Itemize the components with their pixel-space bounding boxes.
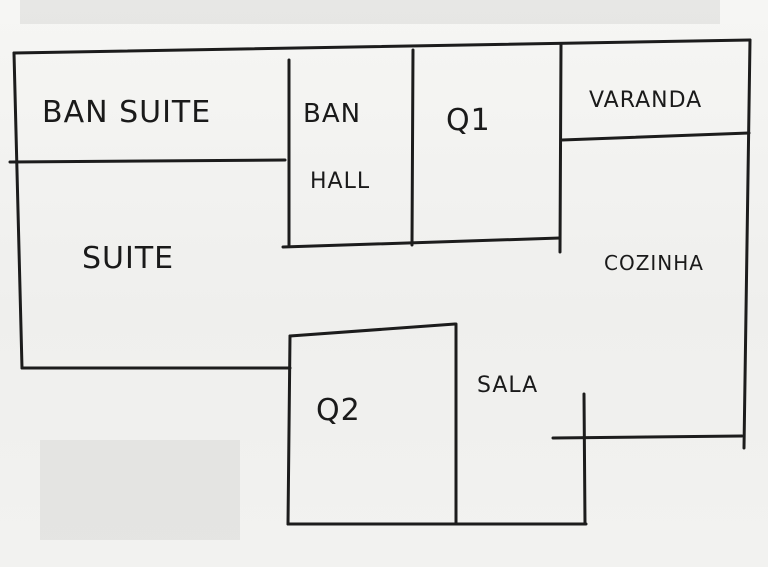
label-q2: Q2 [316,393,361,428]
wall-cozinha-bottom [551,434,744,440]
paper-bleed-bottom-left [40,440,240,540]
paper-bleed-top [20,0,720,24]
wall-q1-bottom [281,236,562,249]
wall-outer-left [12,51,24,370]
wall-sala-right [582,392,587,526]
wall-ban-suite-divider [8,158,287,164]
wall-ban-hall-q1 [410,48,415,247]
wall-outer-right [742,38,752,450]
wall-q2-top [288,322,457,338]
label-suite: SUITE [82,241,174,276]
label-ban-hall-line2: HALL [310,169,370,194]
label-ban-suite: BAN SUITE [42,95,211,130]
wall-q1-varanda [558,43,563,254]
label-sala: SALA [477,373,538,398]
label-cozinha: COZINHA [604,251,704,275]
label-q1: Q1 [446,103,491,138]
label-varanda: VARANDA [589,88,702,113]
wall-outer-top [12,38,752,55]
label-ban-hall-line1: BAN [303,99,361,129]
wall-q2-left [286,334,292,526]
wall-varanda-bottom [560,131,751,142]
